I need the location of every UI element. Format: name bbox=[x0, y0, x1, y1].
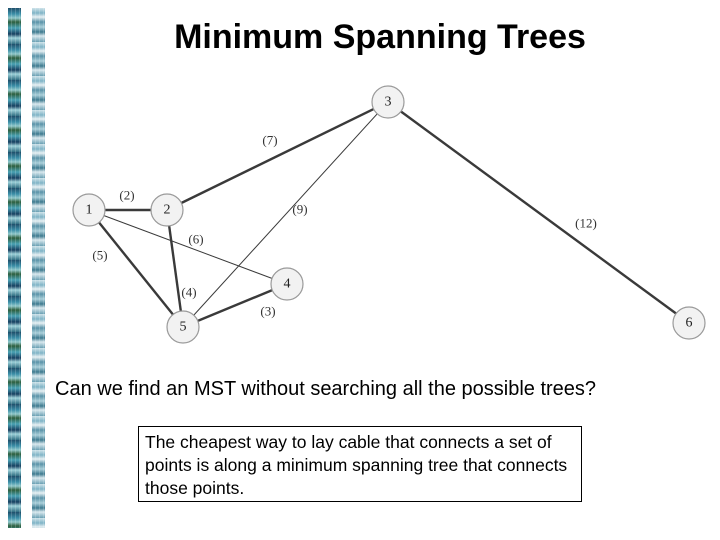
node-2: 2 bbox=[150, 193, 184, 227]
note-text: The cheapest way to lay cable that conne… bbox=[145, 432, 568, 498]
question-text: Can we find an MST without searching all… bbox=[55, 378, 597, 400]
node-1: 1 bbox=[72, 193, 106, 227]
edge-weight-3-6: (12) bbox=[575, 216, 597, 231]
node-label: 1 bbox=[86, 203, 93, 218]
edge-weight-5-4: (3) bbox=[260, 304, 275, 319]
edge-weight-1-2: (2) bbox=[119, 188, 134, 203]
edge-1-4 bbox=[88, 209, 288, 285]
node-circle bbox=[72, 193, 106, 227]
node-3: 3 bbox=[371, 85, 405, 119]
edge-3-5 bbox=[182, 101, 389, 328]
edge-weight-2-3: (7) bbox=[262, 133, 277, 148]
edge-weight-1-4: (6) bbox=[188, 232, 203, 247]
node-6: 6 bbox=[672, 306, 706, 340]
edge-weight-2-5: (4) bbox=[181, 285, 196, 300]
edge-weight-1-5: (5) bbox=[92, 248, 107, 263]
edge-1-5 bbox=[88, 209, 184, 328]
node-circle bbox=[166, 310, 200, 344]
node-label: 6 bbox=[686, 316, 693, 331]
node-label: 5 bbox=[180, 320, 187, 335]
node-label: 4 bbox=[284, 277, 291, 292]
node-label: 3 bbox=[385, 95, 392, 110]
node-circle bbox=[150, 193, 184, 227]
node-4: 4 bbox=[270, 267, 304, 301]
node-5: 5 bbox=[166, 310, 200, 344]
note-box: The cheapest way to lay cable that conne… bbox=[138, 426, 582, 502]
node-circle bbox=[371, 85, 405, 119]
node-circle bbox=[672, 306, 706, 340]
slide-title: Minimum Spanning Trees bbox=[174, 18, 586, 56]
edge-5-4 bbox=[182, 282, 288, 329]
node-label: 2 bbox=[164, 203, 171, 218]
decorative-strip-right bbox=[32, 8, 45, 528]
edge-2-3 bbox=[166, 100, 389, 212]
decorative-strip-left bbox=[8, 8, 21, 528]
edge-weight-3-5: (9) bbox=[292, 202, 307, 217]
edge-2-5 bbox=[165, 209, 185, 328]
node-circle bbox=[270, 267, 304, 301]
edge-3-6 bbox=[387, 101, 690, 324]
